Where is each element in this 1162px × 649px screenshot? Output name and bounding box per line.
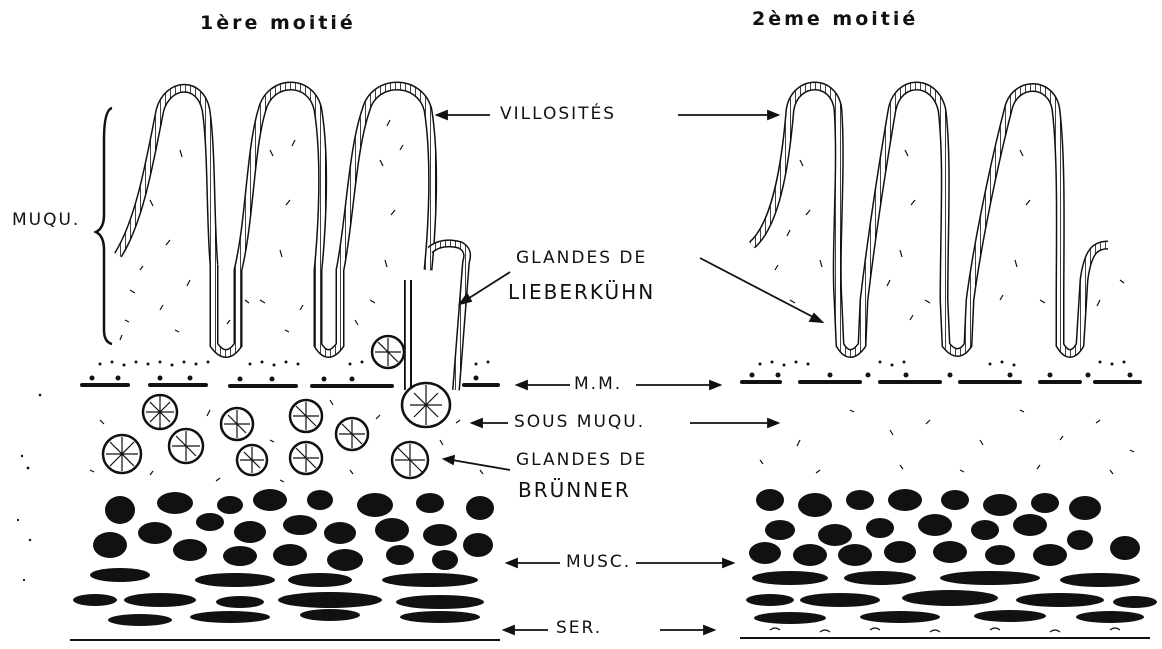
dotted-line-left	[99, 361, 490, 367]
label-mm: M.M.	[574, 374, 622, 394]
label-glandes-brunner-1: GLANDES DE	[516, 450, 647, 470]
serosa-wavy-right	[770, 628, 1120, 632]
title-second-half: 2ème moitié	[752, 8, 918, 30]
scan-noise	[17, 394, 41, 581]
label-ser: SER.	[556, 618, 602, 638]
dotted-line-right	[759, 361, 1126, 367]
left-half-section	[70, 86, 500, 640]
title-first-half: 1ère moitié	[200, 12, 356, 34]
mucosa-brace	[96, 108, 112, 344]
villi-left	[118, 86, 467, 427]
label-glandes-brunner-2: BRÜNNER	[518, 478, 631, 502]
muscularis-ovals-right	[746, 489, 1157, 624]
label-glandes-lieberkuhn-1: GLANDES DE	[516, 248, 647, 268]
right-half-section	[740, 86, 1157, 638]
label-musc: MUSC.	[566, 552, 631, 572]
muscularis-ovals-left	[73, 489, 494, 626]
submucosa-speckles-right	[760, 410, 1134, 474]
label-sous-muqu: SOUS MUQU.	[514, 412, 645, 432]
brunner-glands-left	[103, 336, 428, 478]
label-glandes-lieberkuhn-2: LIEBERKÜHN	[508, 280, 655, 304]
label-muqu: MUQU.	[12, 210, 80, 230]
label-villosites: VILLOSITÉS	[500, 104, 616, 124]
